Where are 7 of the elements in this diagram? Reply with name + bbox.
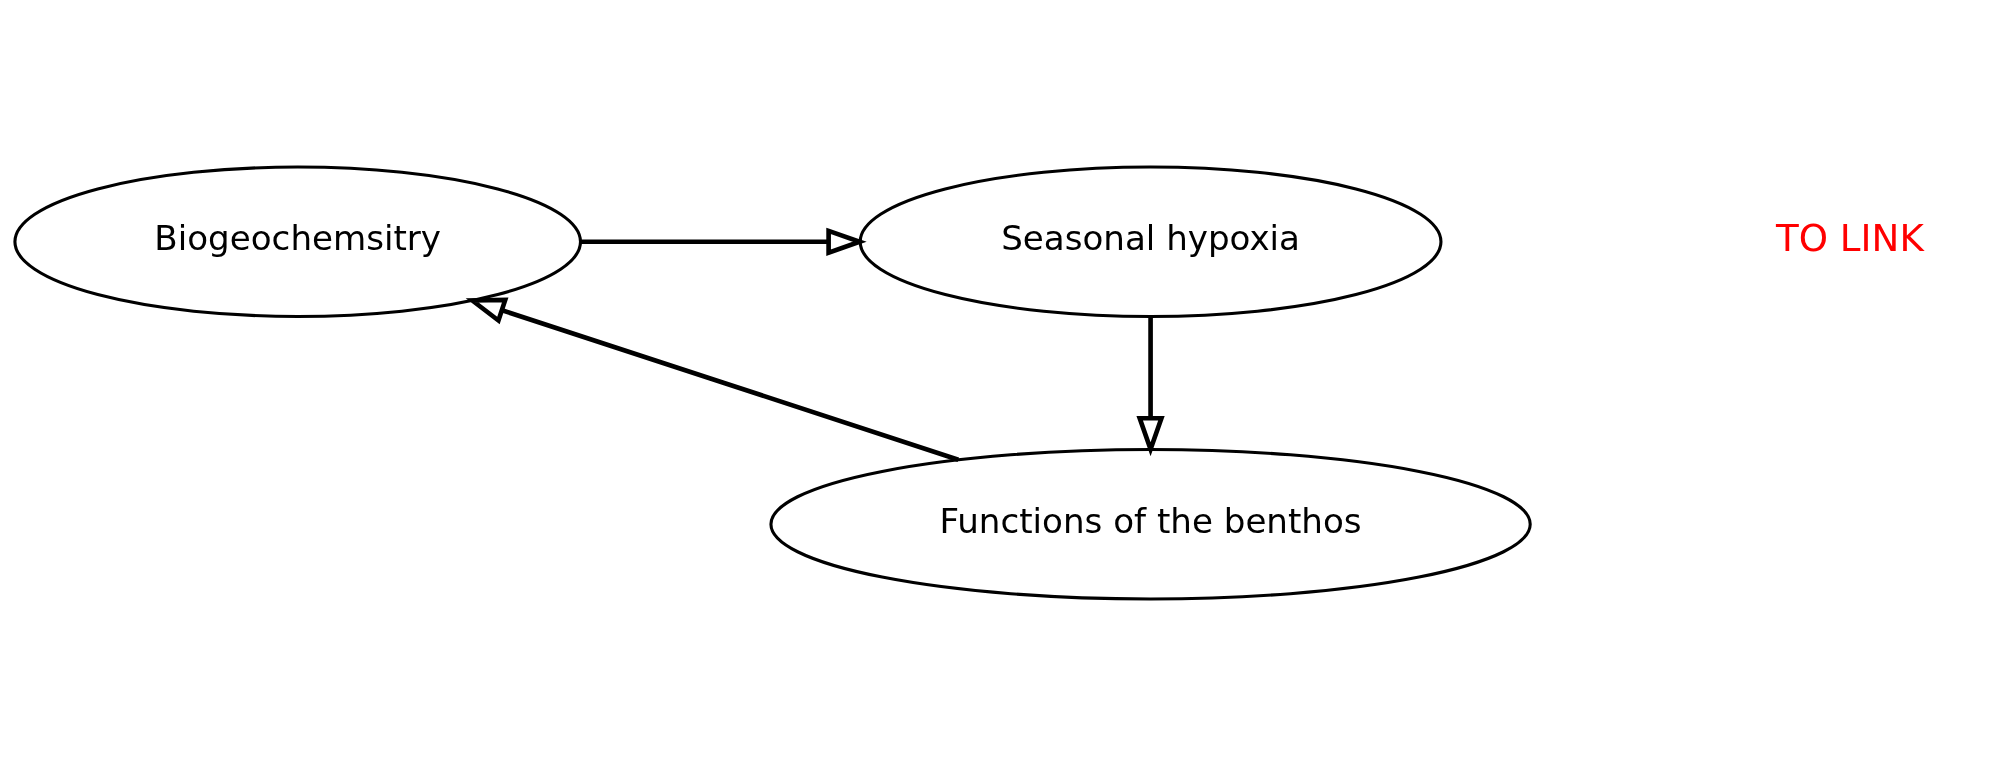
node-ellipse: Biogeochemsitry xyxy=(13,165,583,318)
arrow xyxy=(580,227,867,256)
node-ellipse: Functions of the benthos xyxy=(769,447,1532,600)
node-ellipse: Seasonal hypoxia xyxy=(858,165,1443,318)
arrow xyxy=(1136,316,1165,456)
label: TO LINK xyxy=(1776,215,1924,260)
arrow xyxy=(465,296,960,462)
